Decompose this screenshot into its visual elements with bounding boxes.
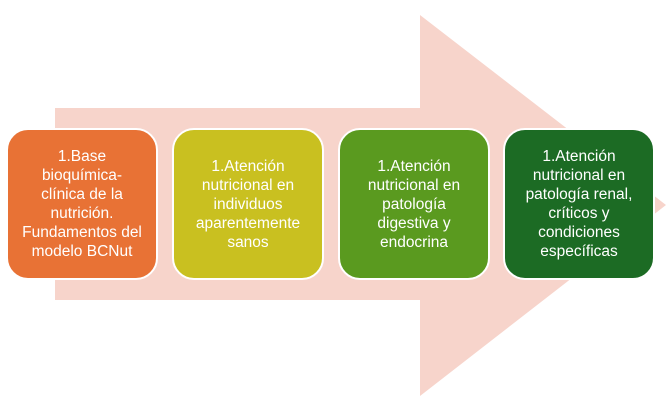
step-1-box: 1.Base bioquímica- clínica de la nutrici… bbox=[6, 128, 158, 280]
step-2-label: 1.Atención nutricional en individuos apa… bbox=[195, 157, 301, 251]
step-3-label: 1.Atención nutricional en patología dige… bbox=[367, 157, 461, 251]
step-3-box: 1.Atención nutricional en patología dige… bbox=[338, 128, 490, 280]
step-2-box: 1.Atención nutricional en individuos apa… bbox=[172, 128, 324, 280]
step-4-box: 1.Atención nutricional en patología rena… bbox=[503, 128, 655, 280]
step-1-label: 1.Base bioquímica- clínica de la nutrici… bbox=[22, 148, 142, 260]
step-4-label: 1.Atención nutricional en patología rena… bbox=[525, 148, 633, 260]
